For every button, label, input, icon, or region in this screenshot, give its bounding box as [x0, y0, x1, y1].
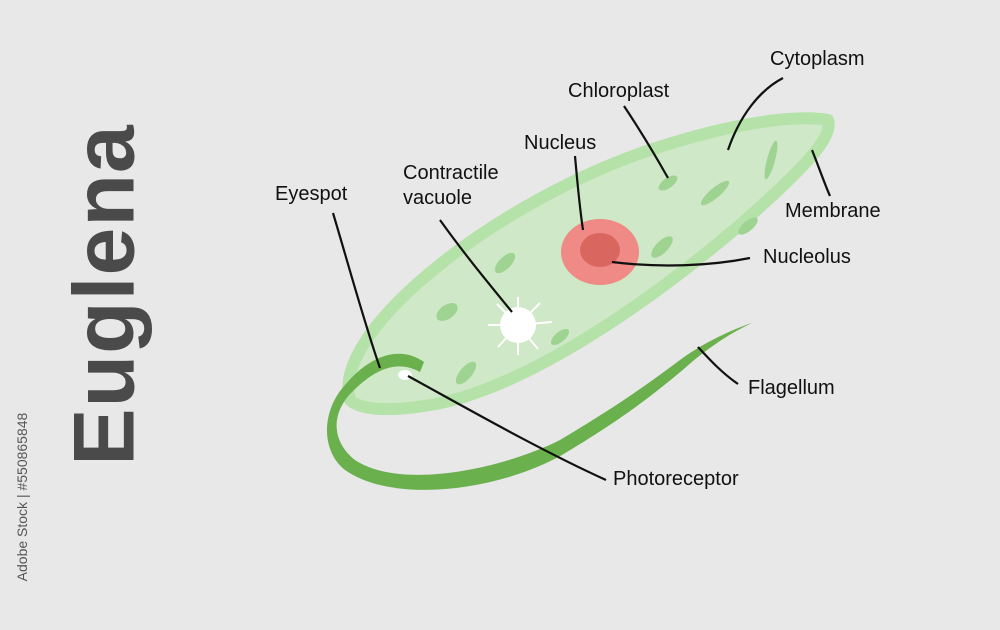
leader-flagellum	[698, 347, 738, 384]
label-nucleolus: Nucleolus	[763, 245, 851, 269]
label-membrane: Membrane	[785, 199, 881, 223]
eyespot	[398, 370, 412, 380]
label-contractile-line2: vacuole	[403, 186, 472, 210]
diagram-title: Euglena	[56, 124, 155, 466]
label-photoreceptor: Photoreceptor	[613, 467, 739, 491]
label-cytoplasm: Cytoplasm	[770, 47, 864, 71]
nucleus	[561, 219, 639, 285]
label-chloroplast: Chloroplast	[568, 79, 669, 103]
label-flagellum: Flagellum	[748, 376, 835, 400]
label-contractile-line1: Contractile	[403, 161, 499, 185]
stock-credit: Adobe Stock | #550865848	[14, 413, 30, 582]
leader-membrane	[812, 150, 830, 196]
label-nucleus: Nucleus	[524, 131, 596, 155]
label-eyespot: Eyespot	[275, 182, 347, 206]
